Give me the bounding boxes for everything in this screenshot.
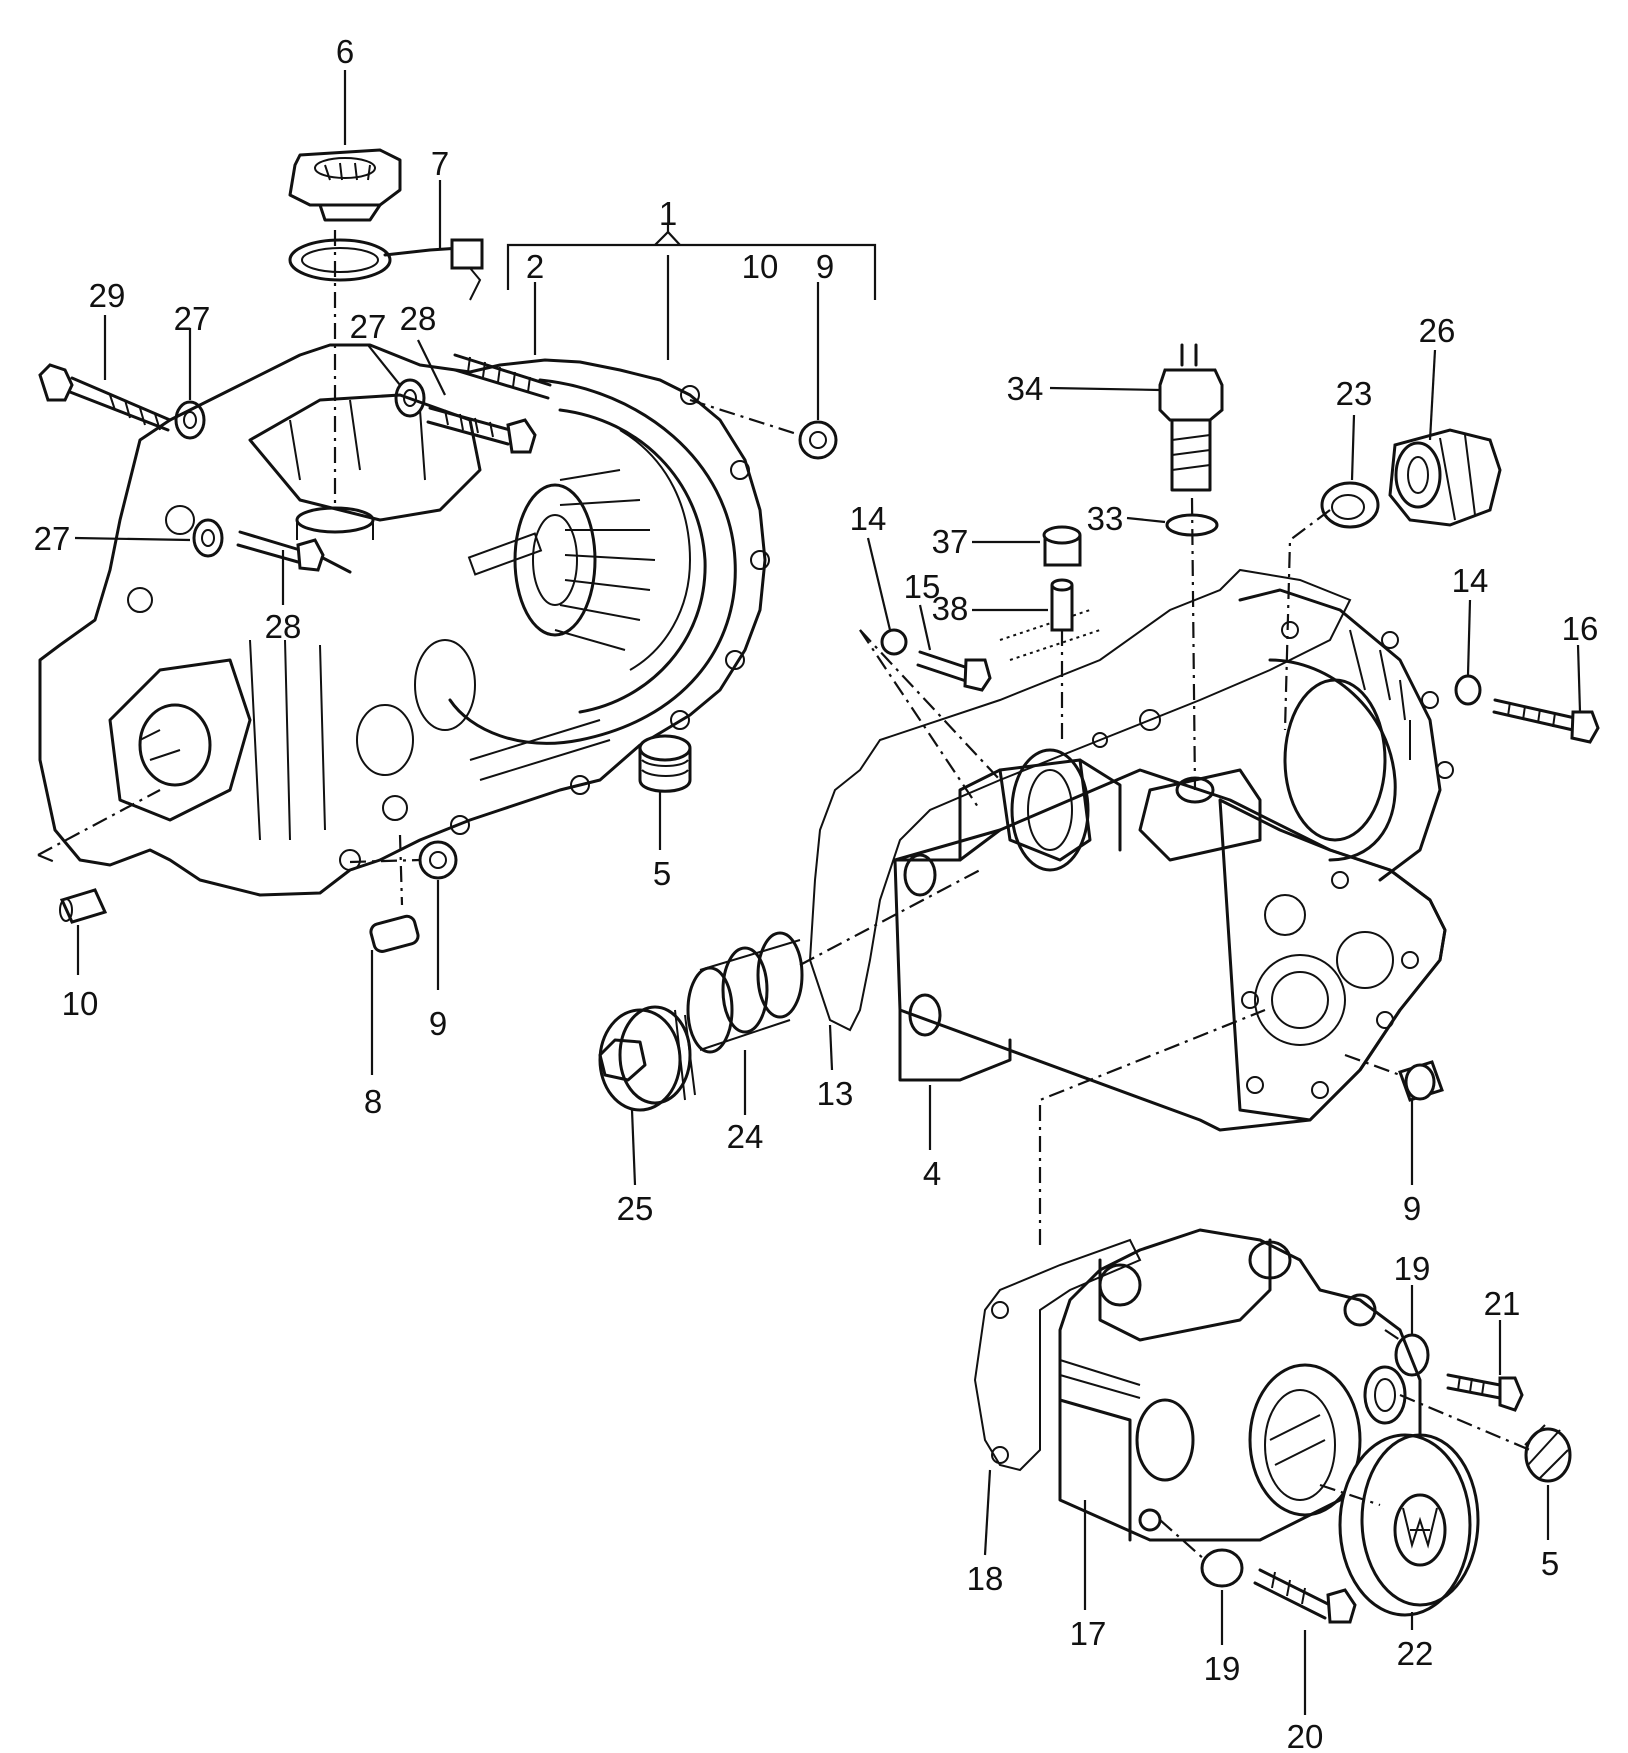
part-5-plug-right — [1524, 1424, 1572, 1483]
part-20-bolt — [1253, 1568, 1357, 1624]
callout-14-right: 14 — [1452, 562, 1489, 599]
callout-9-top: 9 — [816, 248, 834, 285]
assembly-lines — [37, 230, 1531, 1561]
callout-9-right: 9 — [1403, 1190, 1421, 1227]
callout-20: 20 — [1287, 1718, 1324, 1753]
callout-17: 17 — [1070, 1615, 1107, 1652]
callout-19-bottom: 19 — [1204, 1650, 1241, 1687]
callout-22: 22 — [1397, 1635, 1434, 1672]
callout-37: 37 — [932, 523, 969, 560]
callout-23: 23 — [1336, 375, 1373, 412]
callout-8: 8 — [364, 1083, 382, 1120]
callout-13: 13 — [817, 1075, 854, 1112]
part-9-dowel-top — [798, 420, 838, 460]
part-23-seal — [1320, 481, 1380, 529]
part-25-cap — [598, 1005, 696, 1112]
part-9-dowel-right — [1398, 1060, 1444, 1102]
part-14-washer-left — [880, 628, 908, 656]
part-2-stud — [453, 353, 552, 400]
gearbox-housing — [808, 568, 1454, 1132]
callout-24: 24 — [727, 1118, 764, 1155]
part-22-cover — [1338, 1433, 1480, 1617]
part-38-pin — [1050, 578, 1074, 632]
callout-28-top: 28 — [400, 300, 437, 337]
callout-5-left: 5 — [653, 855, 671, 892]
callout-5-right: 5 — [1541, 1545, 1559, 1582]
callout-19-top: 19 — [1394, 1250, 1431, 1287]
callout-28-side: 28 — [265, 608, 302, 645]
callout-33: 33 — [1087, 500, 1124, 537]
part-15-bolt — [916, 650, 992, 692]
callout-27-side: 27 — [34, 520, 71, 557]
callout-29: 29 — [89, 277, 126, 314]
part-34-switch — [1158, 343, 1224, 492]
callout-7: 7 — [431, 145, 449, 182]
part-24-rings — [686, 931, 804, 1054]
part-19-washer-bottom — [1200, 1548, 1244, 1588]
part-27-washers — [174, 378, 426, 558]
part-10-sleeve — [59, 888, 108, 924]
callout-4: 4 — [923, 1155, 941, 1192]
callout-18: 18 — [967, 1560, 1004, 1597]
part-5-plug-left — [638, 734, 692, 793]
part-29-bolt — [38, 363, 172, 432]
part-37-cap — [1042, 525, 1082, 567]
callout-16: 16 — [1562, 610, 1599, 647]
callout-labels: 1 2 10 9 6 7 29 27 27 28 27 28 5 10 8 9 … — [34, 33, 1599, 1753]
callout-9-left: 9 — [429, 1005, 447, 1042]
callout-2: 2 — [526, 248, 544, 285]
part-28-studs — [236, 406, 537, 574]
leader-lines — [74, 70, 1582, 1715]
callout-27-left: 27 — [174, 300, 211, 337]
part-14-washer-right — [1454, 674, 1482, 706]
part-16-bolt — [1492, 698, 1600, 744]
group-bracket — [506, 225, 877, 360]
part-26-bellow — [1388, 428, 1502, 527]
callout-14-left: 14 — [850, 500, 887, 537]
callout-15: 15 — [904, 568, 941, 605]
part-8-key — [369, 914, 420, 953]
callout-27-mid: 27 — [350, 308, 387, 345]
clutch-housing — [38, 343, 770, 897]
callout-1: 1 — [659, 195, 677, 232]
callout-26: 26 — [1419, 312, 1456, 349]
end-cover-housing — [973, 1228, 1422, 1542]
callout-10-top: 10 — [742, 248, 779, 285]
part-19-washer-top — [1394, 1333, 1430, 1377]
callout-38: 38 — [932, 590, 969, 627]
callout-25: 25 — [617, 1190, 654, 1227]
callout-21: 21 — [1484, 1285, 1521, 1322]
part-7-gasket — [288, 238, 484, 301]
callout-34: 34 — [1007, 370, 1044, 407]
part-21-bolt — [1446, 1373, 1524, 1412]
callout-6: 6 — [336, 33, 354, 70]
part-9-dowel-left — [418, 840, 458, 880]
part-6-filler-plug — [288, 148, 402, 222]
callout-10-bottom: 10 — [62, 985, 99, 1022]
